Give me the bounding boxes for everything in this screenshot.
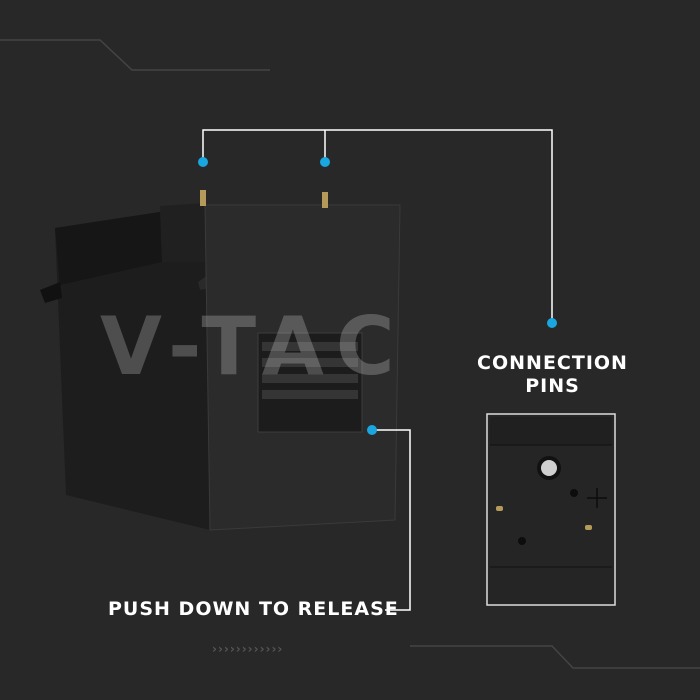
callout-dot xyxy=(547,318,557,328)
connection-pin xyxy=(200,190,206,206)
callout-dot xyxy=(198,157,208,167)
chevron-arrows-icon: ›››››››››››› xyxy=(212,642,284,656)
track-light-connector xyxy=(40,190,401,531)
callout-dot xyxy=(320,157,330,167)
push-release-leader xyxy=(372,429,411,611)
connection-pin xyxy=(322,192,328,208)
push-release-label: PUSH DOWN TO RELEASE xyxy=(108,598,399,620)
callout-dot xyxy=(367,425,377,435)
pins-detail-inset xyxy=(486,413,616,606)
connection-pins-label-line1: CONNECTION xyxy=(477,352,628,374)
decor-line-bottom xyxy=(410,645,700,669)
connection-pins-leader xyxy=(202,129,553,323)
decor-line-top xyxy=(0,39,270,71)
connection-pins-label-line2: PINS xyxy=(525,375,580,397)
